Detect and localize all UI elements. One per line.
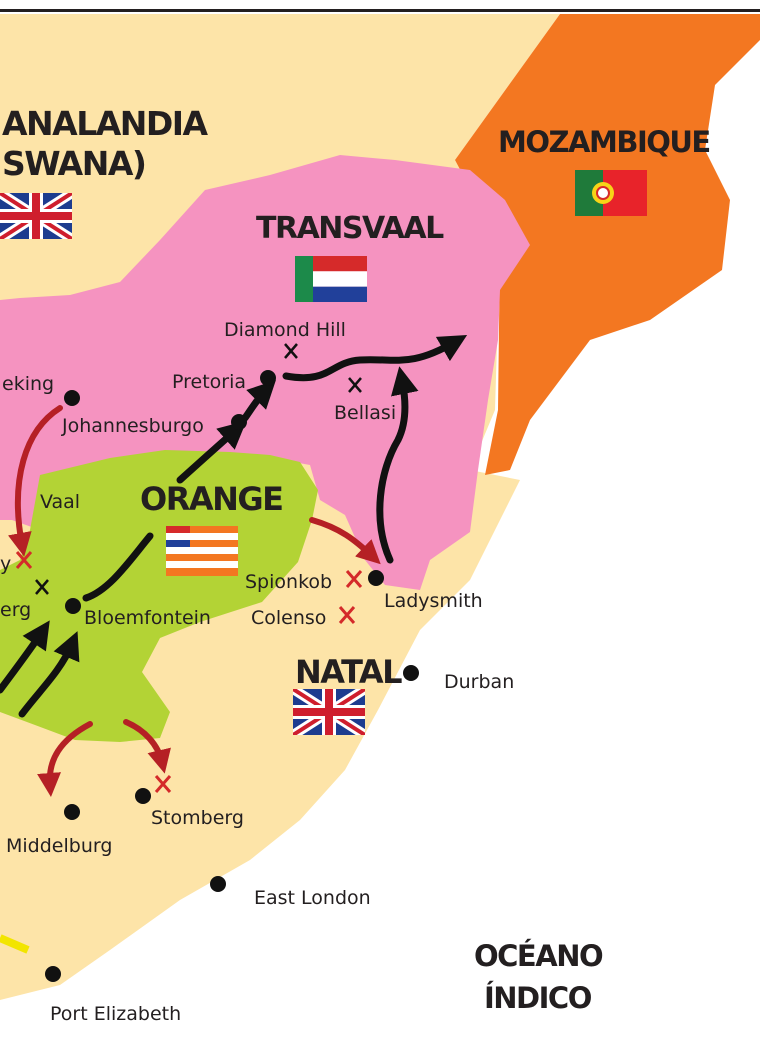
city-dot-icon [135,788,151,804]
city-label-kimberley: y [0,553,11,575]
british-route-natal [309,517,381,565]
city-dot-icon [231,414,247,430]
orange-label: ORANGE [140,480,283,518]
city-label-mafeking: eking [2,373,54,395]
advance-route-east [282,334,468,382]
city-label-colenso: Colenso [251,607,326,629]
crossed-swords-icon [15,551,363,793]
city-dot-icon [210,876,226,892]
bechuanaland-label-line2: SWANA) [2,144,145,183]
city-dot-icon [64,390,80,406]
city-label-stomberg: Stomberg [151,807,244,829]
union-jack-flag-icon [293,689,365,735]
advance-route-bloemfontein [82,532,154,602]
map-top-border [0,9,760,12]
city-label-ladysmith: Ladysmith [384,590,483,612]
ocean-label-line1: OCÉANO [474,939,603,973]
city-label-middelburg: Middelburg [6,835,112,857]
transvaal-label: TRANSVAAL [256,211,444,246]
british-route-middelburg [37,721,93,797]
city-label-durban: Durban [444,671,514,693]
city-dot-icon [45,966,61,982]
city-label-spionkob: Spionkob [245,571,332,593]
advance-route-west1 [0,620,50,694]
natal-label: NATAL [295,653,402,691]
city-label-johannesburgo: Johannesburgo [61,415,204,437]
city-label-port-elizabeth: Port Elizabeth [50,1003,181,1025]
advance-route-johannesburg [176,420,247,484]
union-jack-flag-icon [0,193,72,239]
city-label-vaal: Vaal [40,491,80,513]
advance-route-pretoria [241,380,276,422]
mozambique-label: MOZAMBIQUE [498,125,710,159]
city-dot-icon [64,804,80,820]
orange-free-state-flag-icon [166,526,238,576]
crossed-swords-icon [35,343,362,595]
city-dot-icon [65,598,81,614]
mozambique-region [455,14,760,475]
city-label-magersfontein: erg [0,599,31,621]
coast-marker-line [0,934,30,954]
british-route-mafeking [8,405,63,557]
transvaal-flag-icon [295,256,367,302]
advance-route-west2 [18,631,80,718]
city-dot-icon [260,370,276,386]
advance-route-ladysmith [376,366,419,564]
orange-free-state-region [0,450,318,742]
city-label-bloemfontein: Bloemfontein [84,607,211,629]
city-label-diamond-hill: Diamond Hill [224,319,346,341]
portugal-flag-icon [575,170,647,216]
city-label-east-london: East London [254,887,371,909]
british-route-stomberg [123,719,171,774]
city-dot-icon [368,570,384,586]
city-label-bellasi: Bellasi [334,402,396,424]
bechuanaland-label-line1: ANALANDIA [2,104,209,143]
city-label-pretoria: Pretoria [172,371,246,393]
ocean-label-line2: ÍNDICO [484,981,592,1015]
city-dot-icon [403,665,419,681]
